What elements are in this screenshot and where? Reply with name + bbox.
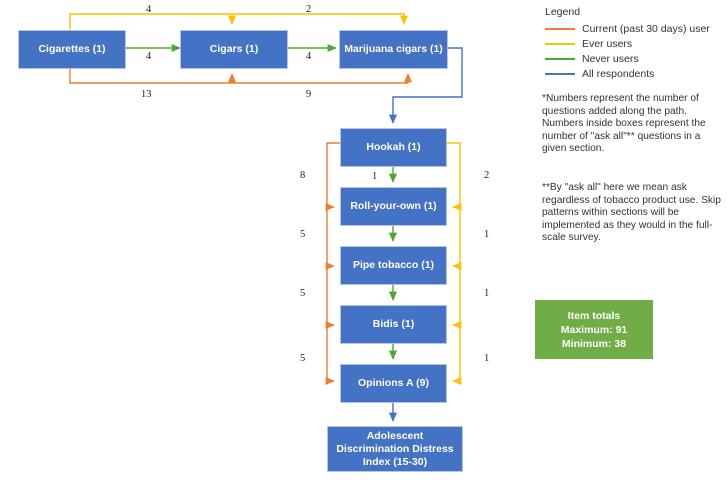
edge-label-yellow-2: 2	[484, 170, 490, 181]
item-totals-minimum: Minimum: 38	[561, 337, 627, 350]
edge-label-yellow-1c: 1	[484, 353, 490, 364]
node-opinions-a-label: Opinions A (9)	[358, 377, 429, 389]
edge-label-top-yellow-right: 2	[306, 4, 312, 15]
legend-swatch-current-user	[545, 27, 575, 30]
legend-swatch-never-users	[545, 57, 575, 60]
edge-label-bottom-orange-left: 13	[141, 89, 152, 100]
footnote-ask-all: **By "ask all" here we mean ask regardle…	[542, 182, 721, 244]
node-bidis[interactable]: Bidis (1)	[340, 305, 447, 344]
item-totals-title: Item totals	[567, 309, 621, 322]
edge-yellow-cigarettes-to-cigars	[69, 13, 237, 30]
edge-label-top-yellow-left: 4	[146, 4, 152, 15]
node-adolescent-discrimination-index-label: Adolescent Discrimination Distress Index…	[336, 429, 454, 468]
edge-orange-rail-left	[326, 142, 340, 381]
node-roll-your-own[interactable]: Roll-your-own (1)	[340, 187, 447, 226]
node-hookah[interactable]: Hookah (1)	[340, 128, 447, 167]
edge-label-green-cigarettes-cigars: 4	[146, 51, 152, 62]
node-opinions-a[interactable]: Opinions A (9)	[340, 364, 447, 403]
legend-item-all-respondents: All respondents	[545, 66, 725, 81]
legend-label-never-users: Never users	[582, 52, 639, 65]
legend-swatch-all-respondents	[545, 72, 575, 75]
node-bidis-label: Bidis (1)	[372, 318, 415, 330]
edge-orange-cigarettes-to-cigars	[69, 69, 237, 84]
edge-label-hookah-to-ryo: 1	[372, 171, 378, 182]
edge-orange-cigars-to-marijuana	[232, 73, 413, 84]
legend-item-ever-users: Ever users	[545, 36, 725, 51]
legend-label-current-user: Current (past 30 days) user	[582, 22, 710, 35]
node-roll-your-own-label: Roll-your-own (1)	[350, 200, 437, 212]
legend: Legend Current (past 30 days) user Ever …	[545, 6, 725, 81]
node-marijuana-cigars-label: Marijuana cigars (1)	[344, 43, 443, 55]
node-adolescent-discrimination-index[interactable]: Adolescent Discrimination Distress Index…	[327, 426, 463, 472]
node-cigarettes[interactable]: Cigarettes (1)	[18, 30, 126, 69]
edge-yellow-cigars-to-marijuana	[232, 13, 409, 25]
node-hookah-label: Hookah (1)	[366, 141, 421, 153]
node-cigarettes-label: Cigarettes (1)	[38, 43, 106, 55]
legend-item-never-users: Never users	[545, 51, 725, 66]
node-cigars[interactable]: Cigars (1)	[180, 30, 288, 69]
edge-label-yellow-1a: 1	[484, 229, 490, 240]
edge-label-orange-5b: 5	[300, 288, 306, 299]
edge-label-orange-5c: 5	[300, 353, 306, 364]
legend-label-all-respondents: All respondents	[582, 67, 655, 80]
item-totals-maximum: Maximum: 91	[560, 323, 628, 336]
node-cigars-label: Cigars (1)	[209, 43, 259, 55]
edge-label-orange-8: 8	[300, 170, 306, 181]
edge-label-orange-5a: 5	[300, 229, 306, 240]
legend-swatch-ever-users	[545, 42, 575, 45]
edge-yellow-rail-right	[447, 142, 461, 381]
edge-label-bottom-orange-right: 9	[306, 89, 312, 100]
legend-item-current-user: Current (past 30 days) user	[545, 21, 725, 36]
node-pipe-tobacco-label: Pipe tobacco (1)	[352, 259, 435, 271]
legend-title: Legend	[545, 6, 581, 18]
edge-label-yellow-1b: 1	[484, 288, 490, 299]
item-totals-box: Item totals Maximum: 91 Minimum: 38	[535, 300, 653, 359]
edge-label-green-cigars-marijuana: 4	[306, 51, 312, 62]
node-pipe-tobacco[interactable]: Pipe tobacco (1)	[340, 246, 447, 285]
node-marijuana-cigars[interactable]: Marijuana cigars (1)	[339, 30, 448, 69]
legend-label-ever-users: Ever users	[582, 37, 633, 50]
footnote-numbers: *Numbers represent the number of questio…	[542, 93, 706, 155]
